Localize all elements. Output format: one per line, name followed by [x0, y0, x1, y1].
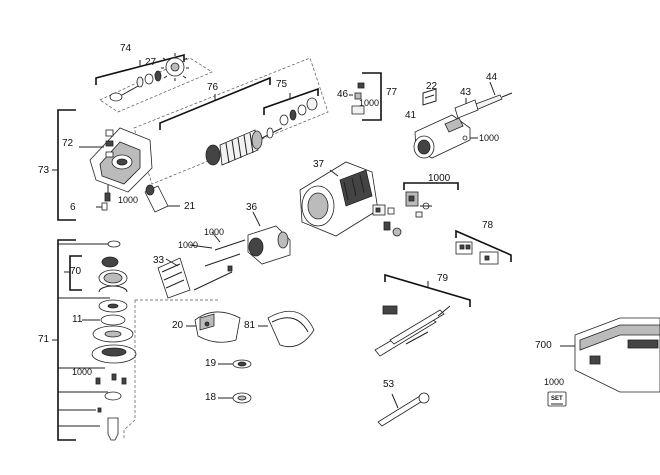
label-72: 72	[62, 138, 74, 149]
label-11: 11	[72, 314, 83, 325]
wrench-53	[377, 392, 430, 427]
label-22: 22	[426, 81, 438, 92]
label-75: 75	[276, 79, 288, 90]
bracket-1000-switch	[403, 182, 459, 190]
stack-71-parts	[58, 240, 137, 441]
sleeve-43	[454, 98, 479, 119]
side-handle-21	[144, 184, 180, 213]
label-19: 19	[205, 358, 217, 369]
label-1000-set: 1000	[544, 377, 565, 387]
guard-20	[186, 311, 241, 343]
bearings-75	[279, 97, 318, 126]
bracket-74	[95, 53, 185, 85]
rear-housing-41	[413, 114, 478, 159]
label-74: 74	[120, 43, 132, 54]
label-79: 79	[437, 273, 449, 284]
label-set: SET	[551, 396, 563, 402]
motor-housing-37	[299, 161, 379, 237]
label-78: 78	[482, 220, 494, 231]
label-27: 27	[145, 57, 157, 68]
brush-parts-77	[349, 82, 365, 115]
stator-36	[247, 211, 291, 265]
label-37: 37	[313, 159, 325, 170]
paddle-parts-79	[374, 305, 451, 357]
label-44: 44	[486, 72, 498, 83]
label-1000-71: 1000	[72, 367, 93, 377]
label-22-plate	[422, 88, 437, 106]
label-1000-36: 1000	[204, 227, 225, 237]
bracket-71	[52, 239, 76, 441]
label-1000-switch: 1000	[428, 173, 451, 184]
switch-parts	[372, 191, 432, 237]
label-81: 81	[244, 320, 256, 331]
set-icon	[547, 391, 567, 407]
armature-76	[205, 127, 283, 166]
label-6: 6	[70, 202, 76, 213]
label-53: 53	[383, 379, 395, 390]
nut-18	[218, 392, 252, 404]
gear-group-74	[109, 53, 189, 102]
flange-19	[218, 359, 252, 369]
label-21: 21	[184, 201, 196, 212]
guard-81	[258, 310, 315, 348]
label-46: 46	[337, 89, 349, 100]
label-77: 77	[386, 87, 398, 98]
cable-44	[472, 81, 513, 111]
label-76: 76	[207, 82, 219, 93]
plate-33	[157, 257, 191, 299]
bracket-70	[64, 255, 82, 291]
case-700	[560, 317, 660, 393]
label-20: 20	[172, 320, 184, 331]
dashed-box-71	[123, 299, 220, 440]
label-33: 33	[153, 255, 165, 266]
label-1000-33: 1000	[178, 240, 199, 250]
screws-1000-36	[189, 231, 246, 291]
label-1000-77: 1000	[359, 98, 380, 108]
bracket-76	[159, 76, 271, 130]
label-700: 700	[535, 340, 552, 351]
bracket-73	[52, 109, 76, 221]
label-36: 36	[246, 202, 258, 213]
bracket-75	[263, 87, 319, 115]
label-1000-73: 1000	[118, 195, 139, 205]
gear-head-73	[79, 127, 153, 211]
parts-78	[455, 241, 499, 265]
label-41: 41	[405, 110, 417, 121]
label-71: 71	[38, 334, 50, 345]
bracket-78	[455, 229, 512, 262]
label-43: 43	[460, 87, 472, 98]
label-18: 18	[205, 392, 217, 403]
label-73: 73	[38, 165, 50, 176]
label-70: 70	[70, 266, 82, 277]
label-1000-41: 1000	[479, 133, 500, 143]
bracket-79	[384, 273, 471, 307]
bracket-77	[362, 72, 382, 121]
